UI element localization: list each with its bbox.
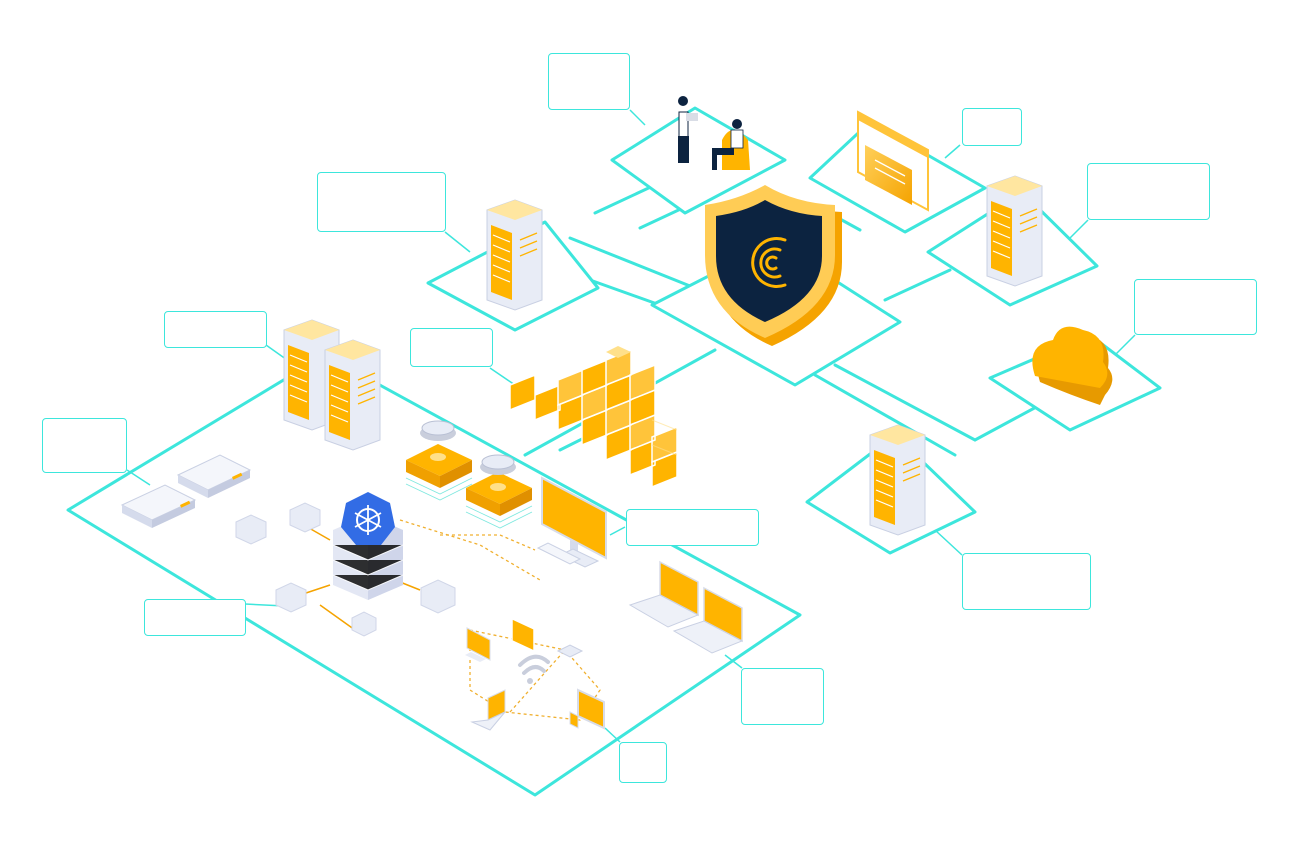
container-stack (509, 346, 678, 653)
laptop-icon (628, 560, 700, 628)
laptop-icon (470, 689, 506, 731)
label-box-people (548, 53, 630, 110)
gear-icon (420, 420, 456, 461)
cubes (235, 502, 456, 637)
gear-icon (480, 454, 516, 491)
connector-server-right-shield (883, 268, 952, 302)
connector-rack-shield (813, 373, 957, 457)
people-icon (678, 96, 750, 170)
kubernetes-cluster (332, 492, 404, 600)
server-main-front (324, 339, 381, 451)
label-box-browser (962, 108, 1022, 146)
monitor-icon (465, 627, 491, 662)
wifi-device-group (465, 627, 605, 731)
shield-icon (705, 185, 842, 346)
gear-tile-1 (405, 420, 473, 501)
label-box-monitor (626, 509, 759, 546)
browser-window-icon (857, 110, 929, 212)
laptop-icon (672, 586, 744, 654)
label-box-containers (410, 328, 493, 367)
label-box-kubernetes (144, 599, 246, 636)
kubernetes-icon (341, 492, 395, 545)
monitor-icon (536, 476, 607, 568)
gear-tile-2 (465, 454, 533, 529)
phone-icon (569, 711, 579, 729)
server-right (986, 175, 1043, 287)
connector-cloud-shield (833, 363, 1042, 442)
connector-server-left-shield (568, 236, 702, 307)
server-bottom (869, 424, 926, 536)
network-switches (120, 454, 252, 528)
label-box-server-right (1087, 163, 1210, 220)
label-box-server-bottom (962, 553, 1091, 610)
tablet-icon (577, 688, 605, 730)
platform-people (610, 106, 787, 215)
server-left (486, 199, 543, 311)
wifi-icon (518, 654, 550, 675)
label-box-cluster-server (164, 311, 267, 348)
label-box-wifi-devices (619, 742, 667, 783)
label-box-switches (42, 418, 127, 473)
label-box-cloud (1134, 279, 1257, 335)
router-icon (556, 644, 584, 658)
gear-tiles (405, 420, 533, 529)
label-box-laptops (741, 668, 824, 725)
cloud-icon (1032, 326, 1113, 405)
label-leaders (126, 109, 1136, 743)
label-box-server-left (317, 172, 446, 232)
